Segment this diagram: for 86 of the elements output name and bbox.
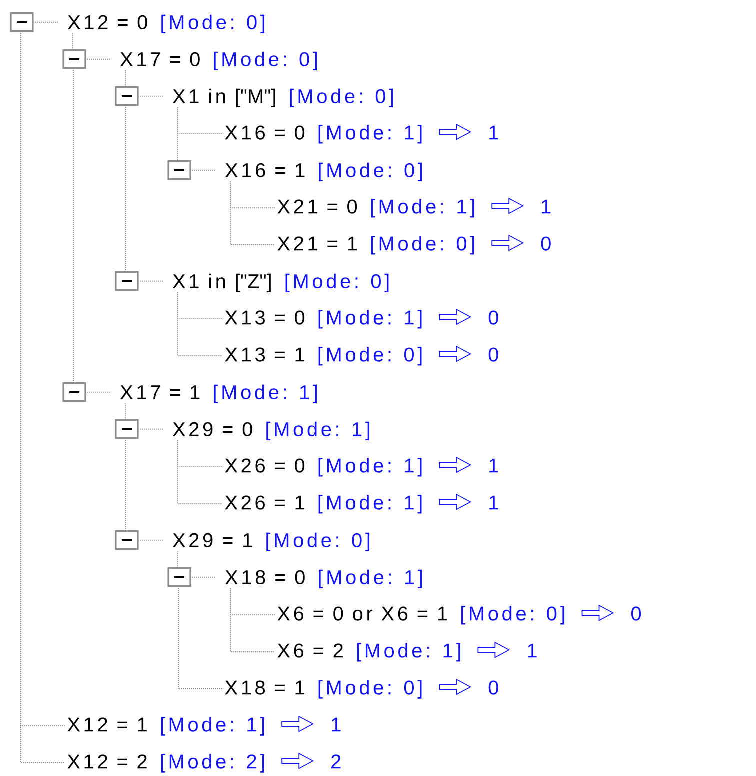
result-text: 1	[332, 718, 341, 732]
tree-line	[178, 588, 223, 690]
condition-text: X1 in ["Z"]	[172, 274, 271, 292]
tree-item	[115, 420, 370, 440]
mode-text: [Mode: 1]	[266, 422, 370, 440]
result-text: 0	[541, 236, 551, 251]
result-text: 1	[490, 126, 498, 140]
tree-item	[225, 346, 498, 366]
result-text: 1	[490, 458, 498, 473]
result-text: 0	[632, 606, 642, 621]
tree-item	[225, 456, 498, 477]
mode-text: [Mode: 1]	[319, 570, 422, 588]
condition-text: X21 = 0	[278, 200, 358, 214]
mode-text: [Mode: 0]	[286, 274, 389, 292]
condition-text: X29 = 1	[172, 533, 252, 548]
condition-text: X26 = 0	[225, 458, 305, 473]
tree-item	[115, 272, 389, 292]
tree-line	[178, 107, 179, 162]
mode-text: [Mode: 0]	[290, 88, 394, 108]
tree-line	[72, 33, 74, 50]
mode-text: [Mode: 0]	[461, 606, 564, 625]
result-text: 1	[542, 200, 551, 214]
tree-item	[278, 198, 551, 218]
tree-item	[62, 50, 318, 70]
tree-item	[168, 568, 422, 588]
tree-item	[278, 604, 642, 625]
tree-item	[168, 160, 422, 182]
mode-text: [Mode: 1]	[161, 717, 264, 736]
tree-item	[62, 382, 318, 404]
tree-item	[225, 678, 498, 699]
tree-line	[73, 70, 74, 384]
tree-item	[68, 752, 341, 773]
tree-line	[125, 70, 126, 88]
mode-text: [Mode: 1]	[214, 384, 318, 404]
result-text: 0	[488, 348, 498, 362]
condition-text: X16 = 1	[225, 163, 305, 178]
result-text: 1	[490, 496, 498, 510]
mode-text: [Mode: 0]	[318, 347, 422, 366]
tree-item	[278, 234, 551, 255]
mode-text: [Mode: 1]	[318, 125, 422, 144]
condition-text: X12 = 1	[68, 718, 147, 732]
mode-text: [Mode: 0]	[162, 14, 265, 34]
tree-line	[125, 403, 126, 420]
tree-line	[230, 181, 276, 246]
condition-text: X12 = 0	[68, 15, 148, 30]
condition-text: X1 in ["M"]	[172, 88, 276, 108]
tree-item	[10, 12, 265, 34]
result-text: 1	[528, 644, 537, 658]
tree-line	[178, 551, 179, 568]
tree-item	[225, 124, 498, 144]
condition-text: X16 = 0	[225, 126, 305, 140]
tree-item	[225, 308, 498, 329]
result-text: 0	[488, 310, 498, 325]
condition-text: X6 = 0 or X6 = 1	[278, 606, 448, 621]
mode-text: [Mode: 1]	[318, 495, 422, 514]
condition-text: X17 = 1	[120, 386, 200, 400]
condition-text: X17 = 0	[120, 52, 200, 67]
tree-item	[115, 86, 394, 108]
mode-text: [Mode: 1]	[357, 643, 460, 662]
condition-text: X29 = 0	[172, 422, 252, 437]
condition-text: X18 = 1	[225, 680, 304, 695]
mode-text: [Mode: 0]	[214, 52, 318, 70]
mode-text: [Mode: 2]	[161, 754, 264, 773]
tree-item	[68, 716, 341, 736]
tree-item	[278, 642, 537, 662]
result-text: 0	[488, 680, 498, 695]
tree-line	[178, 440, 223, 504]
condition-text: X13 = 1	[225, 348, 304, 362]
mode-text: [Mode: 0]	[318, 680, 422, 699]
tree-item	[115, 530, 370, 552]
mode-text: [Mode: 0]	[371, 236, 474, 255]
tree-line	[178, 292, 223, 356]
condition-text: X12 = 2	[68, 754, 147, 769]
mode-text: [Mode: 1]	[371, 199, 474, 218]
condition-text: X6 = 2	[278, 644, 343, 658]
condition-text: X26 = 1	[225, 496, 304, 510]
mode-text: [Mode: 0]	[319, 162, 422, 182]
mode-text: [Mode: 1]	[318, 458, 422, 477]
tree-item	[225, 494, 498, 514]
condition-text: X18 = 0	[225, 570, 305, 585]
mode-text: [Mode: 1]	[318, 310, 422, 329]
mode-text: [Mode: 0]	[266, 532, 370, 552]
result-text: 2	[332, 754, 341, 769]
tree-line	[230, 588, 276, 652]
condition-text: X13 = 0	[225, 310, 305, 325]
condition-text: X21 = 1	[278, 236, 357, 251]
